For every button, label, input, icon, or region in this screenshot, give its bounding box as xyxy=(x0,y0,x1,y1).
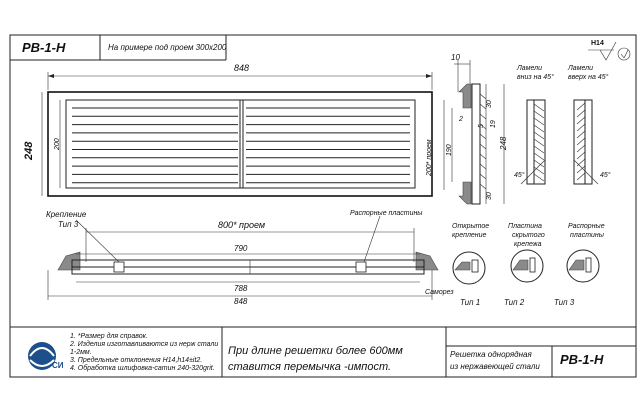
section-view xyxy=(443,60,505,205)
dim-788: 788 xyxy=(234,284,248,293)
section-slat xyxy=(479,103,487,110)
hatch-line xyxy=(533,166,545,175)
code-top: РВ-1-Н xyxy=(22,40,66,55)
louver-down-label-1: Ламели xyxy=(517,65,542,72)
section-slat xyxy=(479,183,487,190)
hatch-line xyxy=(576,109,586,118)
hatch-line xyxy=(576,116,586,125)
mount-label-2: Тип 3 xyxy=(58,220,79,229)
mount-type-2 xyxy=(510,249,544,283)
open-mount-1: Открытое xyxy=(452,223,490,230)
hatch-line xyxy=(576,130,586,139)
section-190: 190 xyxy=(446,144,453,156)
code-bottom: РВ-1-Н xyxy=(560,352,604,367)
hatch-line xyxy=(533,145,545,154)
louver-down-label-2: вниз на 45° xyxy=(517,74,554,81)
louver-angle-left: 45° xyxy=(514,172,525,179)
hatch-line xyxy=(576,123,586,132)
section-slat xyxy=(479,153,487,160)
screw-label: Саморез xyxy=(425,289,454,296)
hatch-line xyxy=(576,137,586,146)
section-opening-200: 200* проем xyxy=(426,139,433,176)
example-caption: На примере под проем 300x200 xyxy=(108,43,227,52)
spacer-mount-2: пластины xyxy=(570,232,604,239)
open-mount-2: крепление xyxy=(452,232,487,239)
logo-mark xyxy=(28,342,56,370)
section-2: 2 xyxy=(459,116,463,123)
hatch-line xyxy=(576,172,586,181)
type-1-label: Тип 1 xyxy=(460,298,481,307)
section-slat xyxy=(479,173,487,180)
mount-label-1: Крепление xyxy=(46,210,87,219)
logo-text: СИ xyxy=(52,361,64,370)
hidden-mount-1: Пластина xyxy=(508,223,542,230)
product-name-1: Решетка однорядная xyxy=(450,350,532,359)
spacer-label: Распорные пластины xyxy=(350,210,423,217)
note-5: 4. Обработка шлифовка-сатин 240-320grit. xyxy=(70,365,215,372)
sheet-frame xyxy=(9,34,637,378)
hatch-line xyxy=(533,138,545,147)
note-3: 1-2мм. xyxy=(70,349,92,356)
hatch-line xyxy=(576,144,586,153)
hatch-line xyxy=(576,158,586,167)
front-height-dim: 248 xyxy=(23,141,35,160)
section-thickness-dim: 10 xyxy=(451,53,460,62)
front-inner-height-dim: 200 xyxy=(54,138,61,150)
louver-up-label-1: Ламели xyxy=(568,65,593,72)
section-30-top: 30 xyxy=(486,100,493,108)
section-slat xyxy=(479,143,487,150)
hatch-line xyxy=(576,102,586,111)
spacer-mount-1: Распорные xyxy=(568,223,605,230)
note-1: 1. *Размер для справок. xyxy=(70,333,148,340)
front-width-dim: 848 xyxy=(234,63,250,73)
hatch-line xyxy=(533,117,545,126)
hidden-mount-2: скрытого xyxy=(512,232,545,239)
hatch-line xyxy=(533,124,545,133)
section-slat xyxy=(479,113,487,120)
section-5: 5 xyxy=(478,124,485,128)
bottom-view xyxy=(47,215,439,300)
section-30-bottom: 30 xyxy=(486,192,493,200)
louver-up-label-2: вверх на 45° xyxy=(568,74,609,81)
type-2-label: Тип 2 xyxy=(504,298,525,307)
section-248: 248 xyxy=(499,136,508,150)
section-slat xyxy=(479,123,487,130)
section-slat xyxy=(479,93,487,100)
mount-type-3 xyxy=(566,249,600,283)
hatch-line xyxy=(533,110,545,119)
dim-848-bottom: 848 xyxy=(234,297,248,306)
tolerance-mark: H14 xyxy=(591,40,604,47)
dim-790: 790 xyxy=(234,244,248,253)
hatch-line xyxy=(576,151,586,160)
hatch-line xyxy=(576,165,586,174)
big-note-1: При длине решетки более 600мм xyxy=(228,345,403,357)
note-2: 2. Изделия изготавливаются из нерж стали xyxy=(70,341,219,348)
opening-dim: 800* проем xyxy=(218,220,266,230)
roughness-symbol xyxy=(588,41,631,61)
section-19: 19 xyxy=(490,120,497,128)
type-3-label: Тип 3 xyxy=(554,298,575,307)
note-4: 3. Предельные отклонения H14,h14±it2. xyxy=(70,357,203,364)
product-name-2: из нержавеющей стали xyxy=(450,362,540,371)
front-view xyxy=(41,72,433,197)
hatch-line xyxy=(533,103,545,112)
louver-detail-up xyxy=(573,99,599,185)
hatch-line xyxy=(533,131,545,140)
hatch-line xyxy=(533,152,545,161)
hatch-line xyxy=(533,159,545,168)
louver-angle-right: 45° xyxy=(600,172,611,179)
section-slat xyxy=(479,163,487,170)
section-slat xyxy=(479,133,487,140)
mount-type-1 xyxy=(452,251,486,285)
louver-detail-down xyxy=(520,99,546,185)
hidden-mount-3: крепежа xyxy=(514,241,542,248)
big-note-2: ставится перемычка -импост. xyxy=(228,361,392,373)
hatch-line xyxy=(533,173,545,182)
